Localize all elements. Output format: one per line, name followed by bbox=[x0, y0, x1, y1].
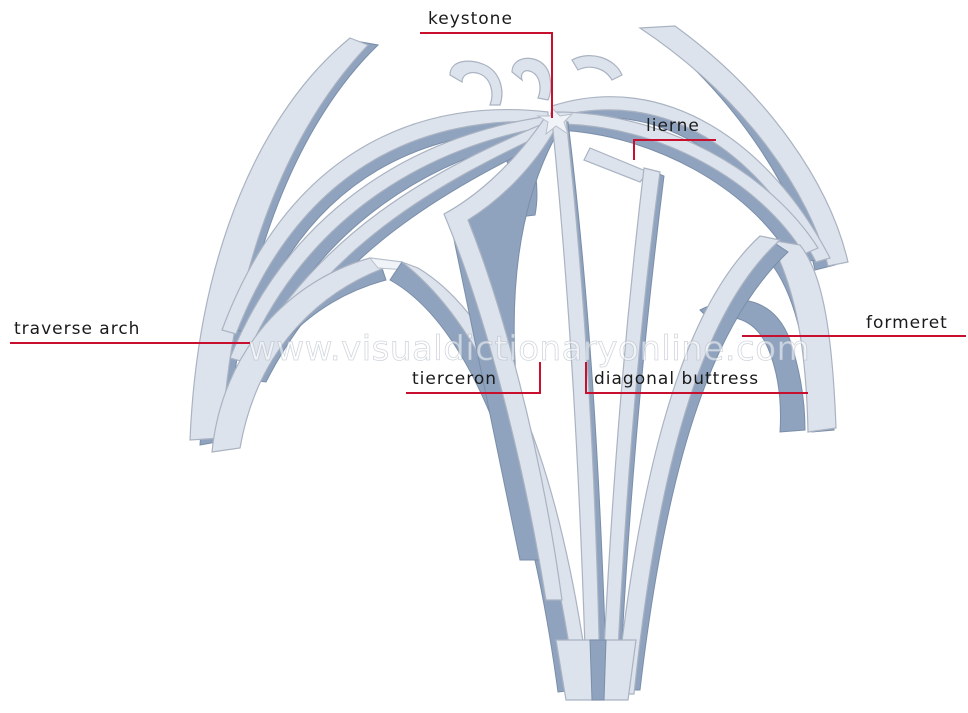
lierne-rib bbox=[584, 148, 648, 182]
label-lierne: lierne bbox=[646, 116, 700, 136]
pier-base-shade bbox=[590, 640, 606, 700]
back-loop-2 bbox=[512, 58, 551, 100]
label-keystone: keystone bbox=[428, 9, 513, 29]
label-traverse-arch: traverse arch bbox=[14, 319, 140, 339]
watermark: www.visualdictionaryonline.com bbox=[248, 329, 810, 369]
label-diagonal-buttress: diagonal buttress bbox=[594, 369, 759, 389]
label-formeret: formeret bbox=[866, 313, 948, 333]
label-tierceron: tierceron bbox=[412, 369, 497, 389]
back-loop-3 bbox=[572, 56, 622, 80]
central-ribs bbox=[444, 116, 788, 700]
back-loop-1 bbox=[450, 61, 502, 105]
